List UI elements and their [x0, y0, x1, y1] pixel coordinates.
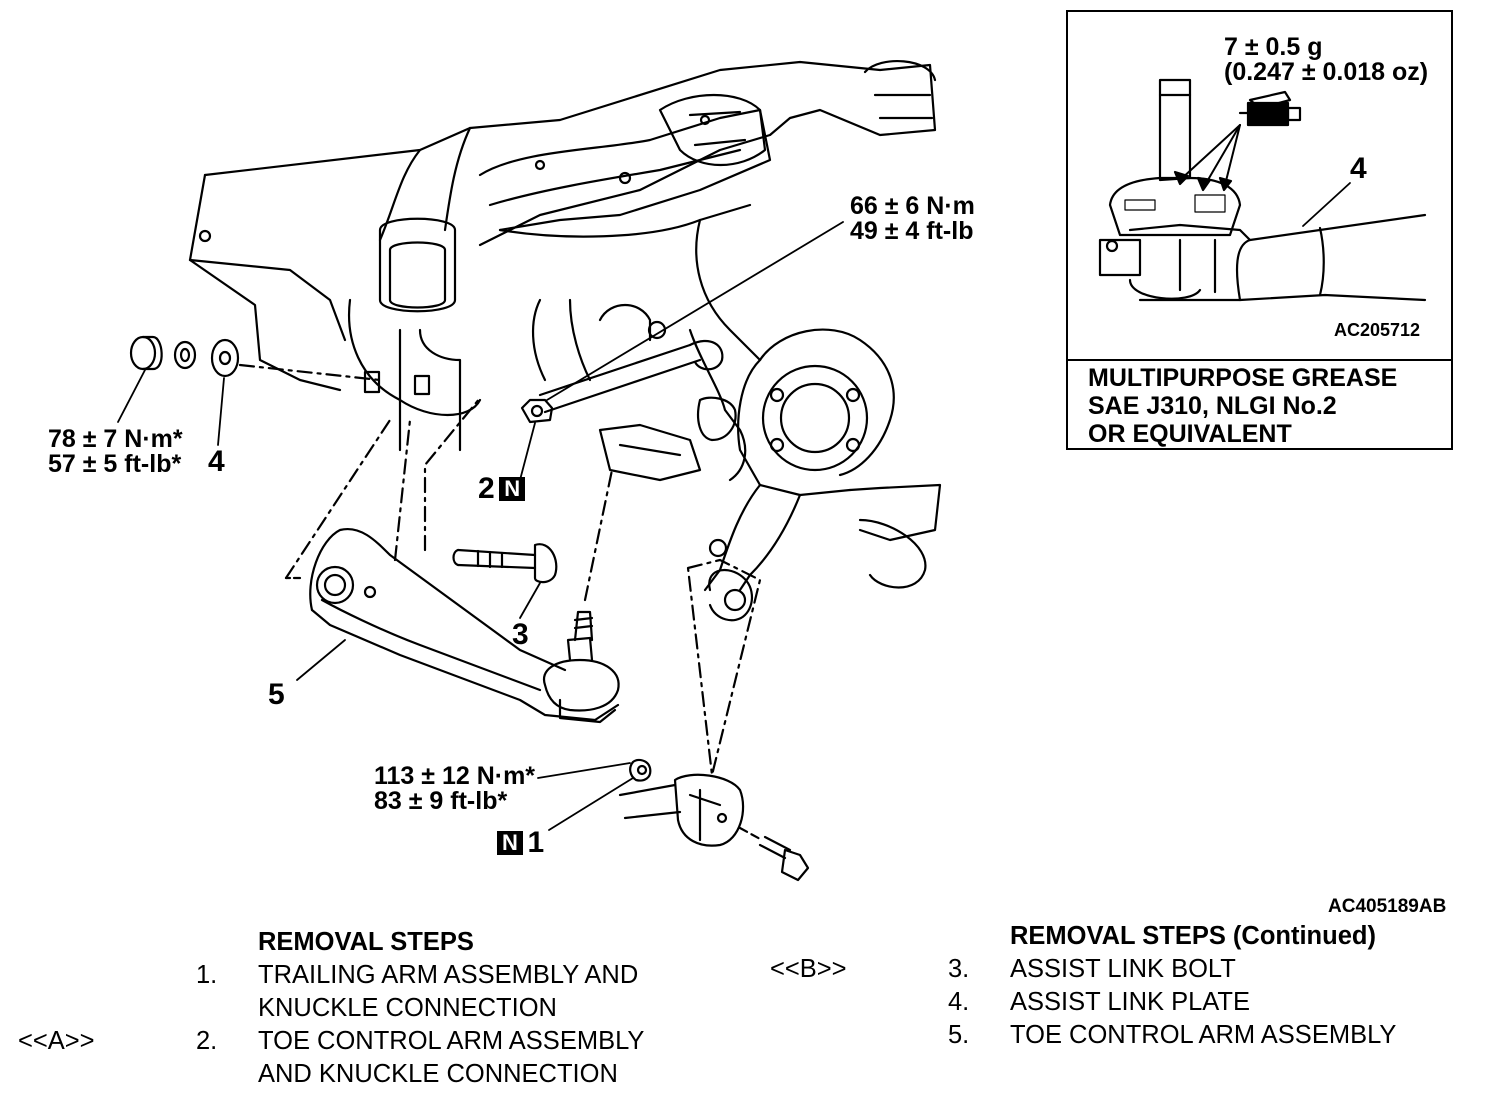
- torque-item4-nm: 78 ± 7 N·m*: [48, 425, 183, 453]
- figure-id: AC405189AB: [1328, 896, 1447, 917]
- toe-control-arm: [284, 418, 620, 724]
- step-2-text-line2: AND KNUCKLE CONNECTION: [258, 1060, 618, 1088]
- torque-item1-nm: 113 ± 12 N·m*: [374, 762, 536, 790]
- grease-inset-panel: [1066, 10, 1453, 450]
- torque-item1-ftlb: 83 ± 9 ft-lb*: [374, 787, 508, 815]
- step-4-text: ASSIST LINK PLATE: [1010, 988, 1250, 1016]
- step-1-text-line2: KNUCKLE CONNECTION: [258, 994, 557, 1022]
- callout-5: 5: [268, 678, 285, 711]
- new-part-badge: N: [497, 831, 523, 855]
- inset-ball-joint-drawing: [1098, 78, 1427, 302]
- step-3-tag: <<B>>: [770, 955, 847, 983]
- grease-amount-oz: (0.247 ± 0.018 oz): [1224, 58, 1429, 86]
- nut-item2: [520, 398, 554, 424]
- new-part-badge: N: [499, 477, 526, 501]
- grease-note-line2: SAE J310, NLGI No.2: [1088, 392, 1337, 420]
- removal-steps-title: REMOVAL STEPS: [258, 928, 474, 956]
- trailing-arm-connection: [618, 558, 810, 882]
- step-1-text-line1: TRAILING ARM ASSEMBLY AND: [258, 961, 639, 989]
- step-2-tag: <<A>>: [18, 1027, 95, 1055]
- grease-note-line3: OR EQUIVALENT: [1088, 420, 1292, 448]
- callout-2-group: 2 N: [478, 472, 526, 506]
- step-1-number: 1.: [196, 961, 218, 989]
- callout-4: 4: [208, 445, 225, 478]
- grease-amount: 7 ± 0.5 g: [1224, 33, 1323, 61]
- step-5-text: TOE CONTROL ARM ASSEMBLY: [1010, 1021, 1397, 1049]
- step-5-number: 5.: [948, 1021, 970, 1049]
- torque-item2-nm: 66 ± 6 N·m: [850, 192, 975, 220]
- grease-note-line1: MULTIPURPOSE GREASE: [1088, 364, 1398, 392]
- inset-callout-4: 4: [1350, 152, 1367, 185]
- leader-lines: [117, 221, 844, 831]
- torque-item2-ftlb: 49 ± 4 ft-lb: [850, 217, 974, 245]
- removal-steps-continued-title: REMOVAL STEPS (Continued): [1010, 922, 1376, 950]
- callout-1: 1: [527, 826, 545, 859]
- rear-subframe: [188, 60, 937, 392]
- assist-link-plate-parts: [129, 335, 382, 382]
- torque-item4-ftlb: 57 ± 5 ft-lb*: [48, 450, 182, 478]
- callout-3: 3: [512, 618, 529, 651]
- knuckle: [598, 218, 942, 592]
- inset-figure-id: AC205712: [1334, 320, 1421, 340]
- step-3-number: 3.: [948, 955, 970, 983]
- step-2-number: 2.: [196, 1027, 218, 1055]
- callout-2: 2: [478, 472, 495, 505]
- step-2-text-line1: TOE CONTROL ARM ASSEMBLY: [258, 1027, 645, 1055]
- inset-divider: [1068, 359, 1451, 361]
- step-4-number: 4.: [948, 988, 970, 1016]
- assist-link: [532, 298, 724, 414]
- subframe-bushing-mount: [348, 217, 482, 452]
- step-3-text: ASSIST LINK BOLT: [1010, 955, 1236, 983]
- callout-1-group: N 1: [497, 826, 544, 860]
- assist-link-bolt: [423, 396, 558, 584]
